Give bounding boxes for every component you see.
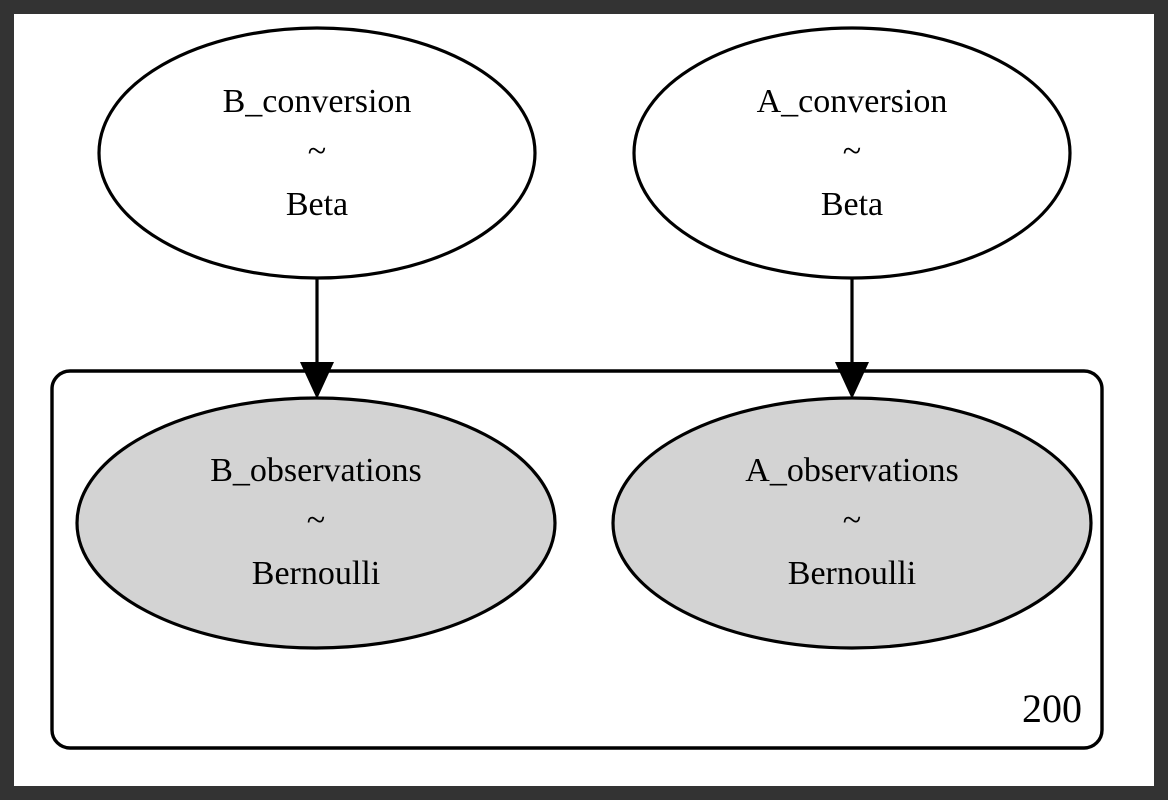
plate-observations: 200: [50, 369, 1104, 750]
node-b-observations-shape[interactable]: [75, 396, 557, 650]
node-b-conversion[interactable]: B_conversion ~ Beta: [97, 26, 537, 280]
edge-a-conversion-to-a-observations: [835, 278, 869, 399]
node-b-observations-tilde: ~: [307, 502, 325, 539]
node-b-conversion-distribution: Beta: [286, 186, 348, 223]
node-a-conversion-name: A_conversion: [757, 83, 948, 120]
node-a-observations-shape[interactable]: [611, 396, 1093, 650]
node-a-observations-distribution: Bernoulli: [788, 555, 916, 592]
node-a-conversion[interactable]: A_conversion ~ Beta: [632, 26, 1072, 280]
node-b-observations[interactable]: B_observations ~ Bernoulli: [75, 396, 557, 650]
plate-label: 200: [1022, 686, 1082, 731]
node-a-conversion-distribution: Beta: [821, 186, 883, 223]
arrowhead-icon-b: [300, 362, 334, 399]
node-b-observations-distribution: Bernoulli: [252, 555, 380, 592]
edge-b-conversion-to-b-observations: [300, 278, 334, 399]
arrowhead-icon-a: [835, 362, 869, 399]
node-b-conversion-name: B_conversion: [223, 83, 412, 120]
node-b-conversion-tilde: ~: [308, 133, 326, 170]
node-a-observations-tilde: ~: [843, 502, 861, 539]
node-a-observations[interactable]: A_observations ~ Bernoulli: [611, 396, 1093, 650]
node-b-conversion-shape[interactable]: [97, 26, 537, 280]
node-a-observations-name: A_observations: [745, 452, 958, 489]
node-b-observations-name: B_observations: [210, 452, 422, 489]
node-a-conversion-tilde: ~: [843, 133, 861, 170]
node-a-conversion-shape[interactable]: [632, 26, 1072, 280]
diagram-canvas: 200 B_observations ~ Bernoulli: [14, 14, 1154, 786]
plate-border: [50, 369, 1104, 750]
